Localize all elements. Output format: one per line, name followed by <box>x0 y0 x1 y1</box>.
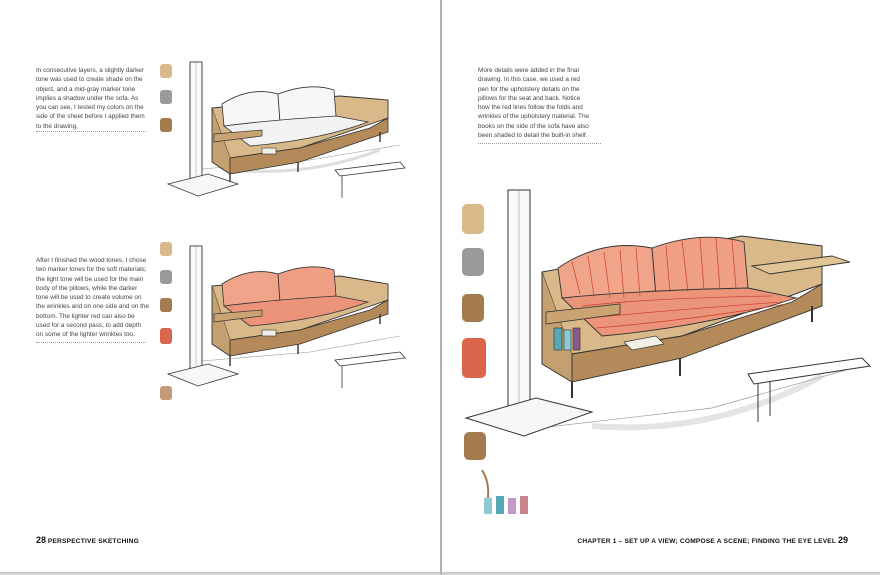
swatch-teal-2 <box>496 496 504 514</box>
swatch-wood-light <box>160 64 172 78</box>
swatch-wood-dark <box>160 118 172 132</box>
swatch-wood-dark <box>462 294 484 322</box>
swatch-gray <box>160 270 172 284</box>
color-swatches-2 <box>160 242 172 400</box>
swatch-gray <box>462 248 484 276</box>
swatch-wood-light <box>160 242 172 256</box>
folio-left: 28 PERSPECTIVE SKETCHING <box>36 535 139 545</box>
left-page: In consecutive layers, a slightly darker… <box>0 0 440 572</box>
sofa-sketch-red-cushions <box>160 242 406 400</box>
book-gutter <box>440 0 442 575</box>
running-title-right: CHAPTER 1 – SET UP A VIEW; COMPOSE A SCE… <box>577 538 837 545</box>
book-teal-2 <box>563 329 572 351</box>
folio-right: CHAPTER 1 – SET UP A VIEW; COMPOSE A SCE… <box>577 535 848 545</box>
swatch-purple <box>508 498 516 514</box>
page-number-left: 28 <box>36 535 47 545</box>
swatch-wood-dark <box>160 298 172 312</box>
caption-1-left: In consecutive layers, a slightly darker… <box>36 67 145 130</box>
swatch-brown <box>464 432 486 460</box>
caption-1-right: More details were added in the final dra… <box>478 67 590 140</box>
color-swatches-3 <box>462 204 528 514</box>
swatch-red-dark <box>160 328 172 344</box>
swatch-teal <box>484 498 492 514</box>
book-teal <box>553 327 563 351</box>
swatch-rose <box>520 496 528 514</box>
swatch-gray <box>160 90 172 104</box>
caption-2-left: After I finished the wood tones, I chose… <box>36 257 149 339</box>
right-page: More details were added in the final dra… <box>442 0 880 572</box>
page-number-right: 29 <box>837 535 848 545</box>
caption-rule-1 <box>36 131 146 132</box>
sofa-sketch-final <box>462 189 872 514</box>
caption-rule-3 <box>478 143 601 144</box>
running-title-left: PERSPECTIVE SKETCHING <box>47 538 139 545</box>
swatch-red-dark <box>462 338 486 378</box>
caption-rule-2 <box>36 342 146 343</box>
swatch-wood-light <box>462 204 484 234</box>
sofa-sketch-white-cushions <box>160 61 406 198</box>
swatch-red-light <box>160 386 172 400</box>
color-swatches-1 <box>160 64 172 132</box>
book-purple <box>572 327 581 351</box>
book-open <box>623 335 665 351</box>
